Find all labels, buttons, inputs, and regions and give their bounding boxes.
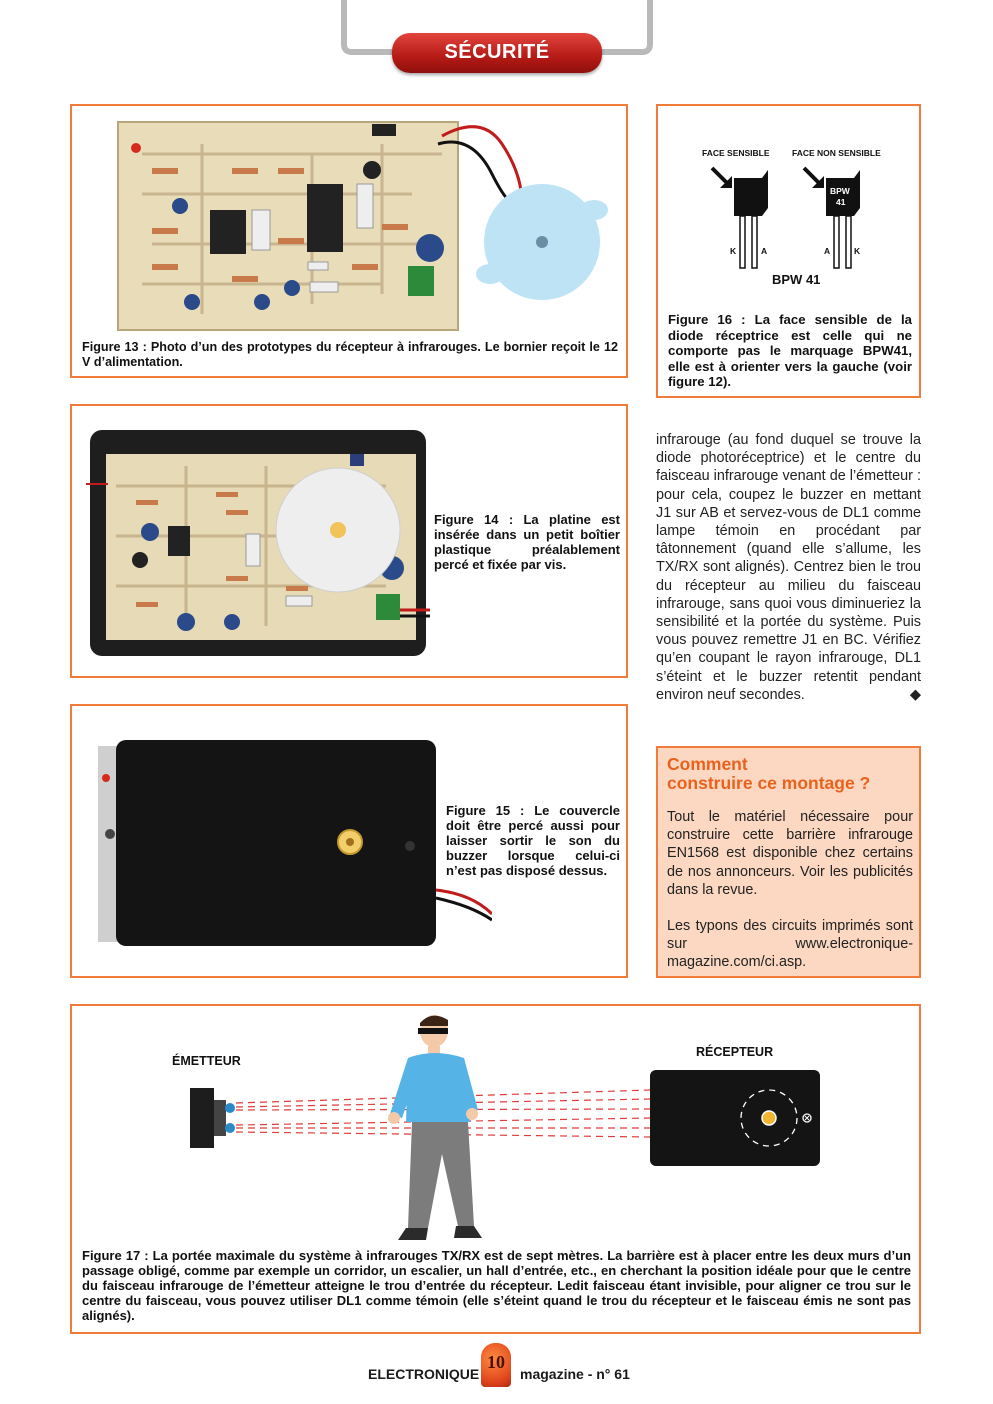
sidebar-box: Comment construire ce montage ? Tout le …	[656, 746, 921, 978]
figure-17-caption: Figure 17 : La portée maximale du systèm…	[82, 1248, 911, 1323]
enclosure-with-board-photo	[86, 430, 430, 656]
receiver-pcb-photo	[117, 121, 608, 331]
closed-enclosure-photo	[98, 740, 492, 946]
figure-16-caption: Figure 16 : La face sensible de la diode…	[668, 312, 912, 389]
page-number-led-icon	[481, 1343, 511, 1387]
figure-15-box: Figure 15 : Le couvercle doit être percé…	[70, 704, 628, 978]
figure-15-caption: Figure 15 : Le couvercle doit être percé…	[446, 803, 620, 878]
pin-k-left: K	[730, 246, 737, 256]
figure-16-box: FACE SENSIBLE FACE NON SENSIBLE BPW 41 K…	[656, 104, 921, 398]
figure-17-box: ÉMETTEUR RÉCEPTEUR Figure 17 : La portée…	[70, 1004, 921, 1334]
bpw41-diagram	[710, 166, 860, 269]
footer-left: ELECTRONIQUE	[368, 1366, 480, 1382]
section-banner: SÉCURITÉ	[392, 33, 602, 73]
face-sensible-label: FACE SENSIBLE	[702, 148, 770, 158]
footer-right: magazine - n° 61	[520, 1366, 630, 1382]
figure-14-caption: Figure 14 : La platine est insérée dans …	[434, 512, 620, 572]
face-non-sensible-label: FACE NON SENSIBLE	[792, 148, 881, 158]
pin-k-right: K	[854, 246, 861, 256]
figure-13-box: Figure 13 : Photo d’un des prototypes du…	[70, 104, 628, 378]
sidebar-title-line1: Comment	[667, 754, 748, 774]
page-number: 10	[487, 1352, 505, 1372]
sidebar-para1: Tout le matériel nécessaire pour constru…	[667, 809, 913, 898]
bpw41-part-name: BPW 41	[772, 272, 821, 287]
recepteur-label: RÉCEPTEUR	[696, 1045, 774, 1059]
end-mark: ◆	[909, 686, 921, 703]
pin-a-right: A	[824, 246, 831, 256]
emetteur-label: ÉMETTEUR	[172, 1054, 241, 1068]
pin-a-left: A	[761, 246, 768, 256]
figure-14-box: Figure 14 : La platine est insérée dans …	[70, 404, 628, 678]
bpw41-marking-line1: BPW	[830, 186, 850, 196]
bpw41-marking-line2: 41	[836, 197, 846, 207]
sidebar-title-line2: construire ce montage ?	[667, 773, 871, 793]
sidebar-para2: Les typons des circuits imprimés sont su…	[667, 918, 913, 971]
article-text: infrarouge (au fond duquel se trouve la …	[656, 432, 921, 703]
article-continuation: infrarouge (au fond duquel se trouve la …	[656, 431, 921, 704]
barrier-setup-diagram	[190, 1015, 820, 1240]
figure-13-caption: Figure 13 : Photo d’un des prototypes du…	[82, 340, 618, 369]
section-label: SÉCURITÉ	[444, 41, 550, 63]
